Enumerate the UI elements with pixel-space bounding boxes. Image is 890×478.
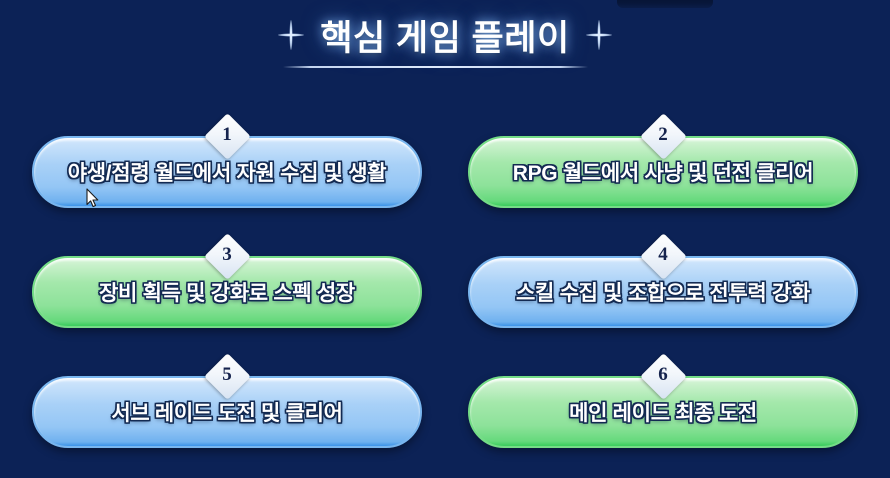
step-label: 서브 레이드 도전 및 클리어	[111, 402, 343, 425]
step-number-label: 2	[658, 124, 668, 145]
step-card-5[interactable]: 5 서브 레이드 도전 및 클리어	[32, 353, 422, 450]
step-card-3[interactable]: 3 장비 획득 및 강화로 스펙 성장	[32, 233, 422, 330]
step-number-label: 4	[658, 244, 668, 265]
step-label: RPG 월드에서 사냥 및 던전 클리어	[512, 162, 814, 185]
steps-grid: 1 야생/점령 월드에서 자원 수집 및 생활 2 RPG 월드에서 사냥 및 …	[0, 113, 890, 478]
step-card-2[interactable]: 2 RPG 월드에서 사냥 및 던전 클리어	[468, 113, 858, 210]
page-title-container: 핵심 게임 플레이	[0, 8, 890, 62]
step-label: 장비 획득 및 강화로 스펙 성장	[99, 282, 355, 305]
top-edge-bar	[617, 0, 713, 8]
step-pill[interactable]: RPG 월드에서 사냥 및 던전 클리어	[468, 136, 858, 208]
step-number-label: 3	[222, 244, 232, 265]
step-card-4[interactable]: 4 스킬 수집 및 조합으로 전투력 강화	[468, 233, 858, 330]
step-card-6[interactable]: 6 메인 레이드 최종 도전	[468, 353, 858, 450]
sparkle-star-icon	[586, 20, 612, 50]
steps-row-2: 3 장비 획득 및 강화로 스펙 성장 4 스킬 수집 및 조합으로 전투력 강…	[0, 233, 890, 330]
step-label: 스킬 수집 및 조합으로 전투력 강화	[516, 282, 810, 305]
step-card-1[interactable]: 1 야생/점령 월드에서 자원 수집 및 생활	[32, 113, 422, 210]
step-number-label: 1	[222, 124, 232, 145]
steps-row-1: 1 야생/점령 월드에서 자원 수집 및 생활 2 RPG 월드에서 사냥 및 …	[0, 113, 890, 210]
page-title: 핵심 게임 플레이	[320, 18, 570, 58]
step-number-label: 5	[222, 364, 232, 385]
step-label: 메인 레이드 최종 도전	[569, 402, 757, 425]
step-pill[interactable]: 스킬 수집 및 조합으로 전투력 강화	[468, 256, 858, 328]
steps-row-3: 5 서브 레이드 도전 및 클리어 6 메인 레이드 최종 도전	[0, 353, 890, 450]
sparkle-star-icon	[278, 20, 304, 50]
step-number-label: 6	[658, 364, 668, 385]
step-label: 야생/점령 월드에서 자원 수집 및 생활	[67, 162, 387, 185]
title-divider	[283, 66, 588, 68]
